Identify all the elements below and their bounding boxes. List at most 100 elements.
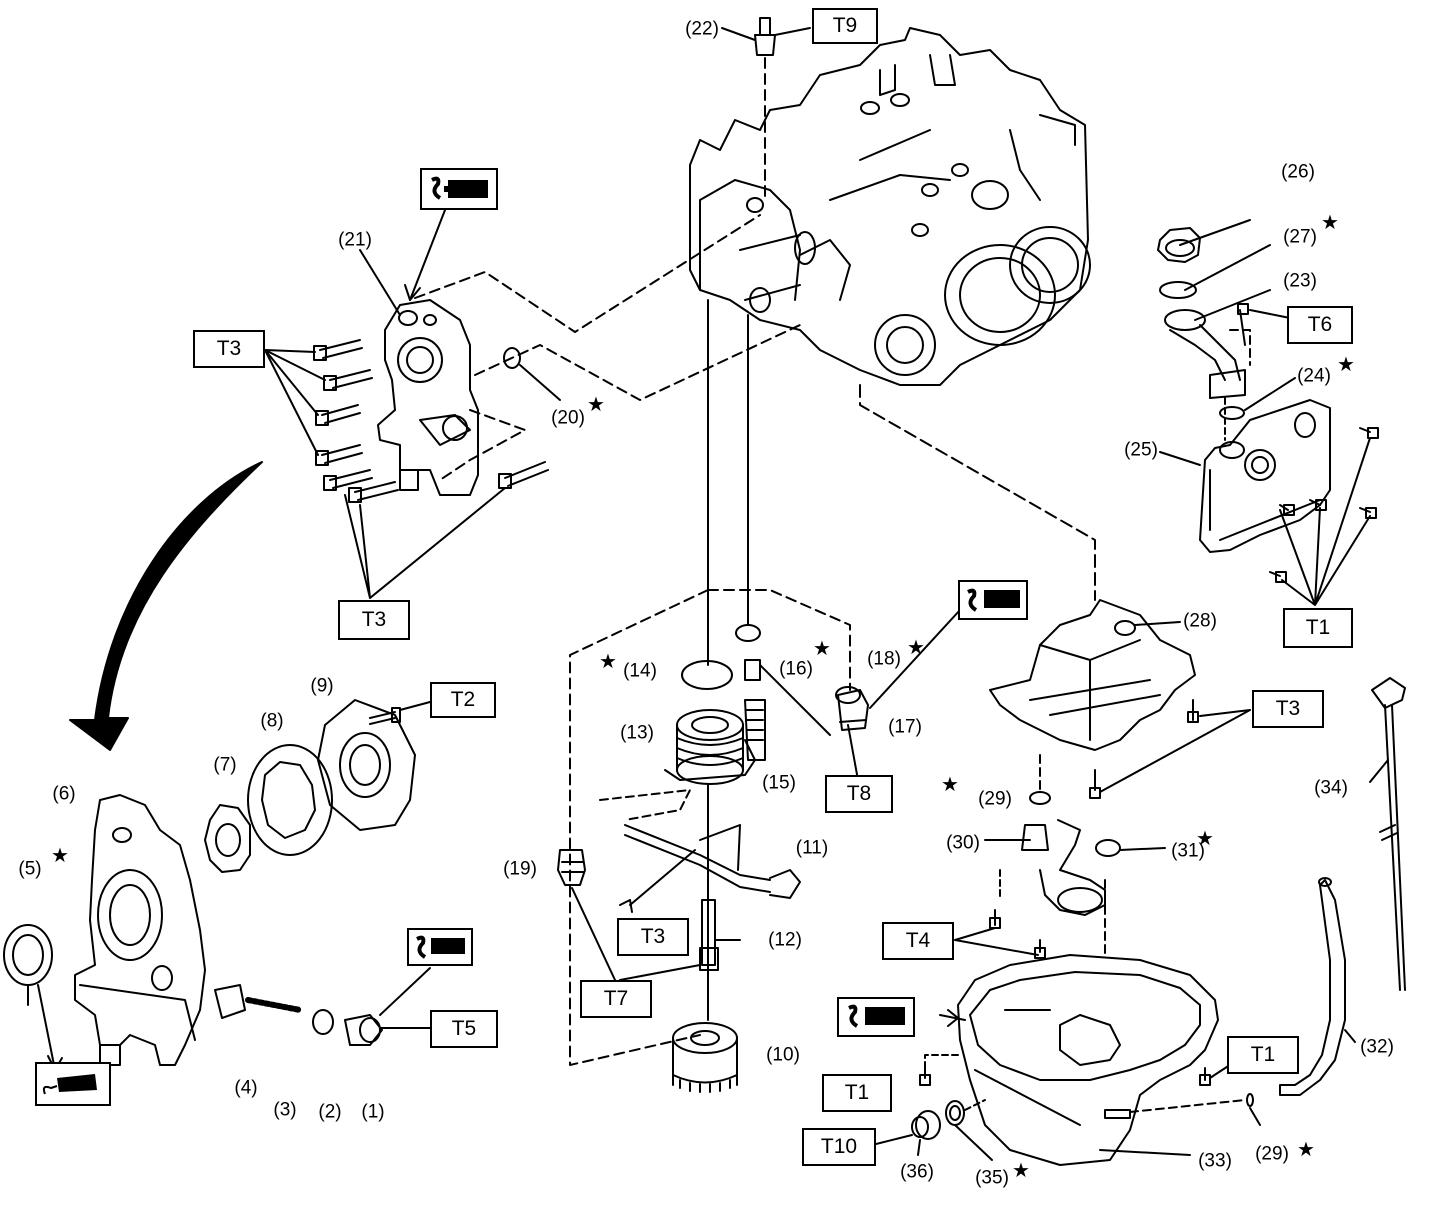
spring-3: [245, 997, 303, 1013]
screw-t2: [369, 711, 396, 725]
plug-19: [557, 849, 586, 886]
cylinder-block: [689, 27, 1091, 386]
pipe-dash: [599, 789, 691, 821]
inner-rotor-7: [204, 804, 251, 873]
leader-26: [1179, 219, 1251, 246]
label-part-15: (15): [762, 772, 796, 794]
o-ring-29: [1029, 791, 1051, 805]
label-part-29-upper: (29): [978, 788, 1012, 810]
label-part-17: (17): [888, 716, 922, 738]
gasket-18: [835, 686, 861, 704]
leader-t1-cover: [1279, 437, 1371, 606]
label-part-4: (4): [234, 1077, 258, 1099]
leader-25: [1159, 451, 1201, 466]
t3-upper-leaders: [264, 349, 326, 456]
o-ring-14: [681, 660, 733, 690]
label-part-28: (28): [1183, 610, 1217, 632]
oil-level-gauge-34: [1371, 677, 1406, 991]
label-part-23: (23): [1283, 270, 1317, 292]
torque-box-t6: T6: [1287, 306, 1353, 344]
star-5: ★: [51, 843, 69, 867]
oil-pump-installed: [377, 299, 479, 496]
leader-t3-pipe: [629, 849, 696, 906]
label-part-13: (13): [620, 722, 654, 744]
o-ring-20: [503, 347, 521, 369]
label-part-35: (35): [975, 1167, 1009, 1189]
timing-cover-25: [1199, 399, 1331, 553]
oil-strainer-30: [1021, 819, 1106, 916]
torque-box-t2: T2: [430, 682, 496, 718]
pump-to-block-line-2: [474, 324, 801, 401]
label-part-12: (12): [768, 929, 802, 951]
label-part-16: (16): [779, 658, 813, 680]
o-ring-16: [735, 624, 761, 642]
label-part-2: (2): [318, 1101, 342, 1123]
leader-27: [1184, 244, 1271, 291]
label-part-24: (24): [1297, 365, 1331, 387]
bolt-t3-baffle-b: [1089, 787, 1101, 799]
sealant-tube-icon: [837, 997, 915, 1037]
leader-24: [1244, 377, 1296, 411]
label-part-21: (21): [338, 229, 372, 251]
o-ring-29-lower: [1246, 1093, 1254, 1107]
gasket-31: [1095, 839, 1121, 857]
pump-to-block-line-3: [439, 409, 526, 481]
label-part-10: (10): [766, 1044, 800, 1066]
label-part-32: (32): [1360, 1036, 1394, 1058]
label-part-22: (22): [685, 18, 719, 40]
torque-box-t8: T8: [825, 775, 893, 813]
cover-bolts-t1: [1269, 427, 1379, 583]
union-bolt-15: [744, 659, 766, 761]
torque-box-t3-pipe: T3: [617, 918, 689, 956]
baffle-plate-28: [989, 599, 1196, 751]
outer-rotor-8: [247, 744, 333, 856]
sealant-tube-icon: [420, 168, 498, 210]
leader-t9: [774, 27, 811, 36]
torque-box-t1-cover: T1: [1283, 608, 1353, 648]
star-24: ★: [1337, 352, 1355, 376]
plug-17: [837, 689, 869, 731]
star-18: ★: [907, 635, 925, 659]
star-35: ★: [1012, 1158, 1030, 1182]
label-part-1: (1): [361, 1101, 385, 1123]
leader-31: [1119, 847, 1166, 851]
leader-34: [1369, 759, 1389, 783]
leader-t2: [399, 701, 431, 711]
torque-box-t1-pan-right: T1: [1227, 1036, 1299, 1074]
leader-t8-b: [847, 724, 859, 781]
torque-box-t3-upper: T3: [193, 330, 265, 368]
leader-32: [1344, 1029, 1356, 1043]
torque-box-t7: T7: [580, 980, 652, 1018]
oil-pan-33: [957, 954, 1219, 1166]
leader-t8-a: [759, 664, 831, 736]
label-part-7: (7): [213, 754, 237, 776]
filter-dash-outline-left: [569, 589, 709, 1066]
label-part-14: (14): [623, 660, 657, 682]
label-part-36: (36): [900, 1161, 934, 1183]
torque-box-t9: T9: [812, 8, 878, 44]
t3-lower-leaders: [344, 487, 506, 599]
stud-12: [699, 899, 741, 971]
leader-22: [721, 27, 756, 41]
star-14: ★: [599, 649, 617, 673]
sealant-leader-plug: [379, 967, 431, 1016]
leader-t3-baffle: [1099, 709, 1251, 793]
oil-pipe-11: [624, 824, 801, 899]
sealant-tube-icon: [407, 928, 473, 966]
grease-hand-icon: [35, 1062, 111, 1106]
label-part-33: (33): [1198, 1150, 1232, 1172]
torque-box-t4: T4: [882, 922, 954, 960]
bolt-t6: [1239, 309, 1246, 346]
star-29-upper: ★: [941, 772, 959, 796]
pan-bolts-t1: [919, 1064, 1211, 1086]
block-to-baffle-line: [859, 384, 1096, 601]
star-29-lower: ★: [1297, 1137, 1315, 1161]
oil-seal-5: [3, 924, 53, 1006]
drain-plug-36: [911, 1110, 941, 1140]
label-part-25: (25): [1124, 439, 1158, 461]
o-ring-24: [1219, 406, 1245, 420]
label-part-19: (19): [503, 858, 537, 880]
washer-2: [312, 1009, 334, 1035]
star-27: ★: [1321, 210, 1339, 234]
